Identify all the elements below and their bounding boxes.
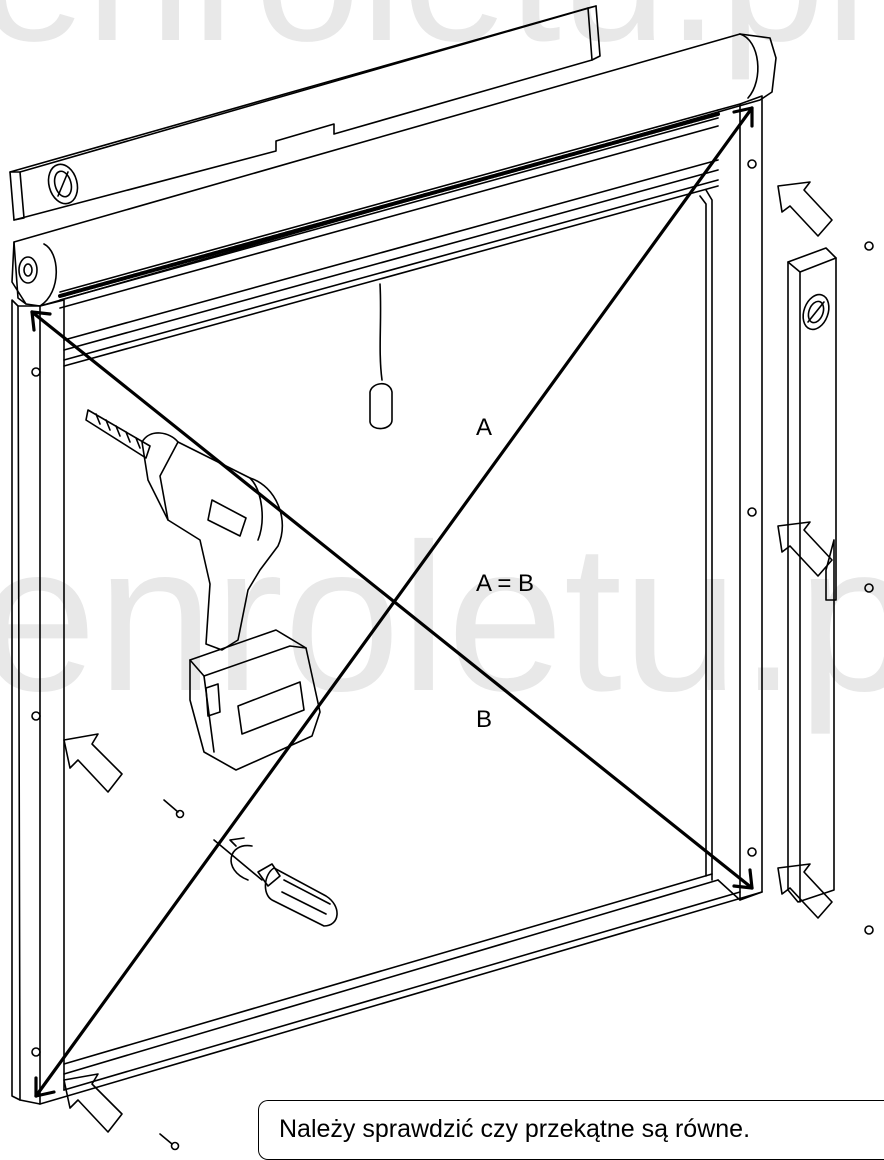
screw-icon bbox=[159, 1133, 180, 1151]
screw-icon bbox=[864, 241, 874, 935]
spirit-level-icon bbox=[9, 5, 601, 221]
pull-cord-icon bbox=[369, 283, 393, 430]
diagonal-a-label: A bbox=[476, 414, 493, 441]
screwdriver-icon bbox=[213, 837, 338, 927]
push-arrow-icon bbox=[777, 863, 833, 919]
left-side-rail bbox=[11, 299, 65, 1105]
push-arrow-icon bbox=[63, 733, 123, 793]
instruction-note-text: Należy sprawdzić czy przekątne są równe. bbox=[279, 1115, 751, 1143]
inner-top-rail bbox=[63, 159, 719, 367]
drill-icon bbox=[85, 409, 321, 771]
spirit-level-icon bbox=[787, 247, 837, 903]
instruction-note-box: Należy sprawdzić czy przekątne są równe. bbox=[258, 1100, 884, 1160]
equal-diagonals-label: A = B bbox=[476, 570, 535, 597]
push-arrow-icon bbox=[777, 521, 833, 577]
watermark: enroletu.pl enroletu.pl bbox=[0, 0, 884, 735]
cassette-box bbox=[11, 33, 777, 309]
brush-strip bbox=[58, 112, 720, 298]
bottom-rail bbox=[39, 873, 763, 1105]
push-arrow-icon bbox=[777, 181, 833, 237]
svg-text:enroletu.pl: enroletu.pl bbox=[0, 0, 867, 81]
diagonal-b-line bbox=[30, 310, 754, 890]
right-side-rail bbox=[699, 95, 763, 901]
svg-text:enroletu.pl: enroletu.pl bbox=[0, 500, 884, 735]
screw-icon bbox=[163, 799, 185, 819]
diagonal-b-label: B bbox=[476, 706, 493, 733]
push-arrow-icon bbox=[63, 1073, 123, 1133]
